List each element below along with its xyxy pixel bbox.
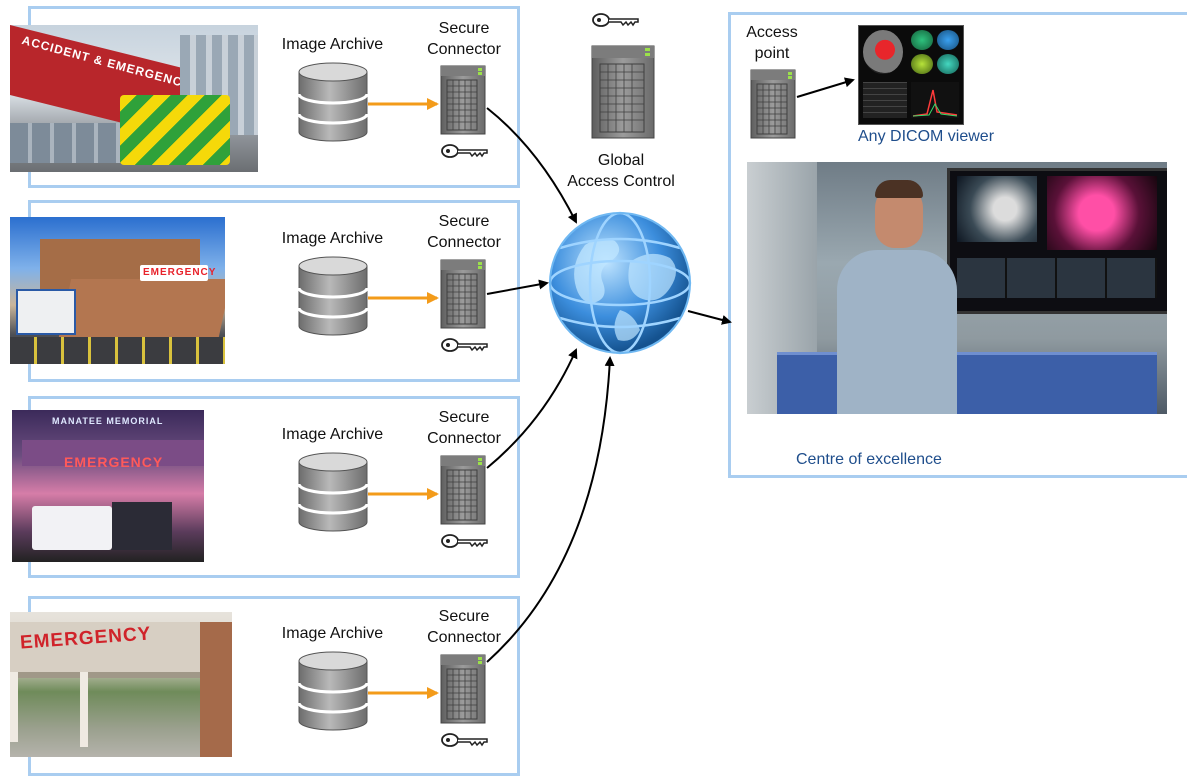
- image-archive-label-3: Image Archive: [281, 426, 384, 443]
- hospital-photo-2: EMERGENCY: [10, 217, 225, 364]
- dicom-viewer-label: Any DICOM viewer: [858, 128, 995, 145]
- hospital-photo-4: EMERGENCY: [10, 612, 232, 757]
- server-icon-global-body: [591, 45, 655, 139]
- access-point-label: Access point: [746, 24, 798, 62]
- dicom-curve-icon: [911, 82, 959, 118]
- hospital-photo-3: MANATEE MEMORIAL EMERGENCY: [12, 410, 204, 562]
- doctor-photo: [747, 162, 1167, 414]
- image-archive-label-4: Image Archive: [281, 625, 384, 642]
- globe-icon: [548, 211, 692, 355]
- sign-text-top: MANATEE MEMORIAL: [52, 416, 164, 426]
- image-archive-label-1: Image Archive: [281, 36, 384, 53]
- secure-connector-label-1: Secure Connector: [427, 20, 501, 58]
- sign-text: EMERGENCY: [143, 267, 217, 278]
- hospital-photo-1: ACCIDENT & EMERGENCY: [10, 25, 258, 172]
- key-icon-global: [592, 13, 639, 27]
- image-archive-label-2: Image Archive: [281, 230, 384, 247]
- link-arrow-centre: [687, 310, 732, 325]
- secure-connector-label-2: Secure Connector: [427, 213, 501, 251]
- secure-connector-label-4: Secure Connector: [427, 608, 501, 646]
- centre-caption: Centre of excellence: [796, 451, 942, 468]
- secure-connector-label-3: Secure Connector: [427, 409, 501, 447]
- sign-text: EMERGENCY: [64, 454, 164, 470]
- global-access-control-label: Global Access Control: [567, 152, 675, 190]
- server-icon-global: [591, 45, 637, 115]
- dicom-viewer-screen: [858, 25, 964, 125]
